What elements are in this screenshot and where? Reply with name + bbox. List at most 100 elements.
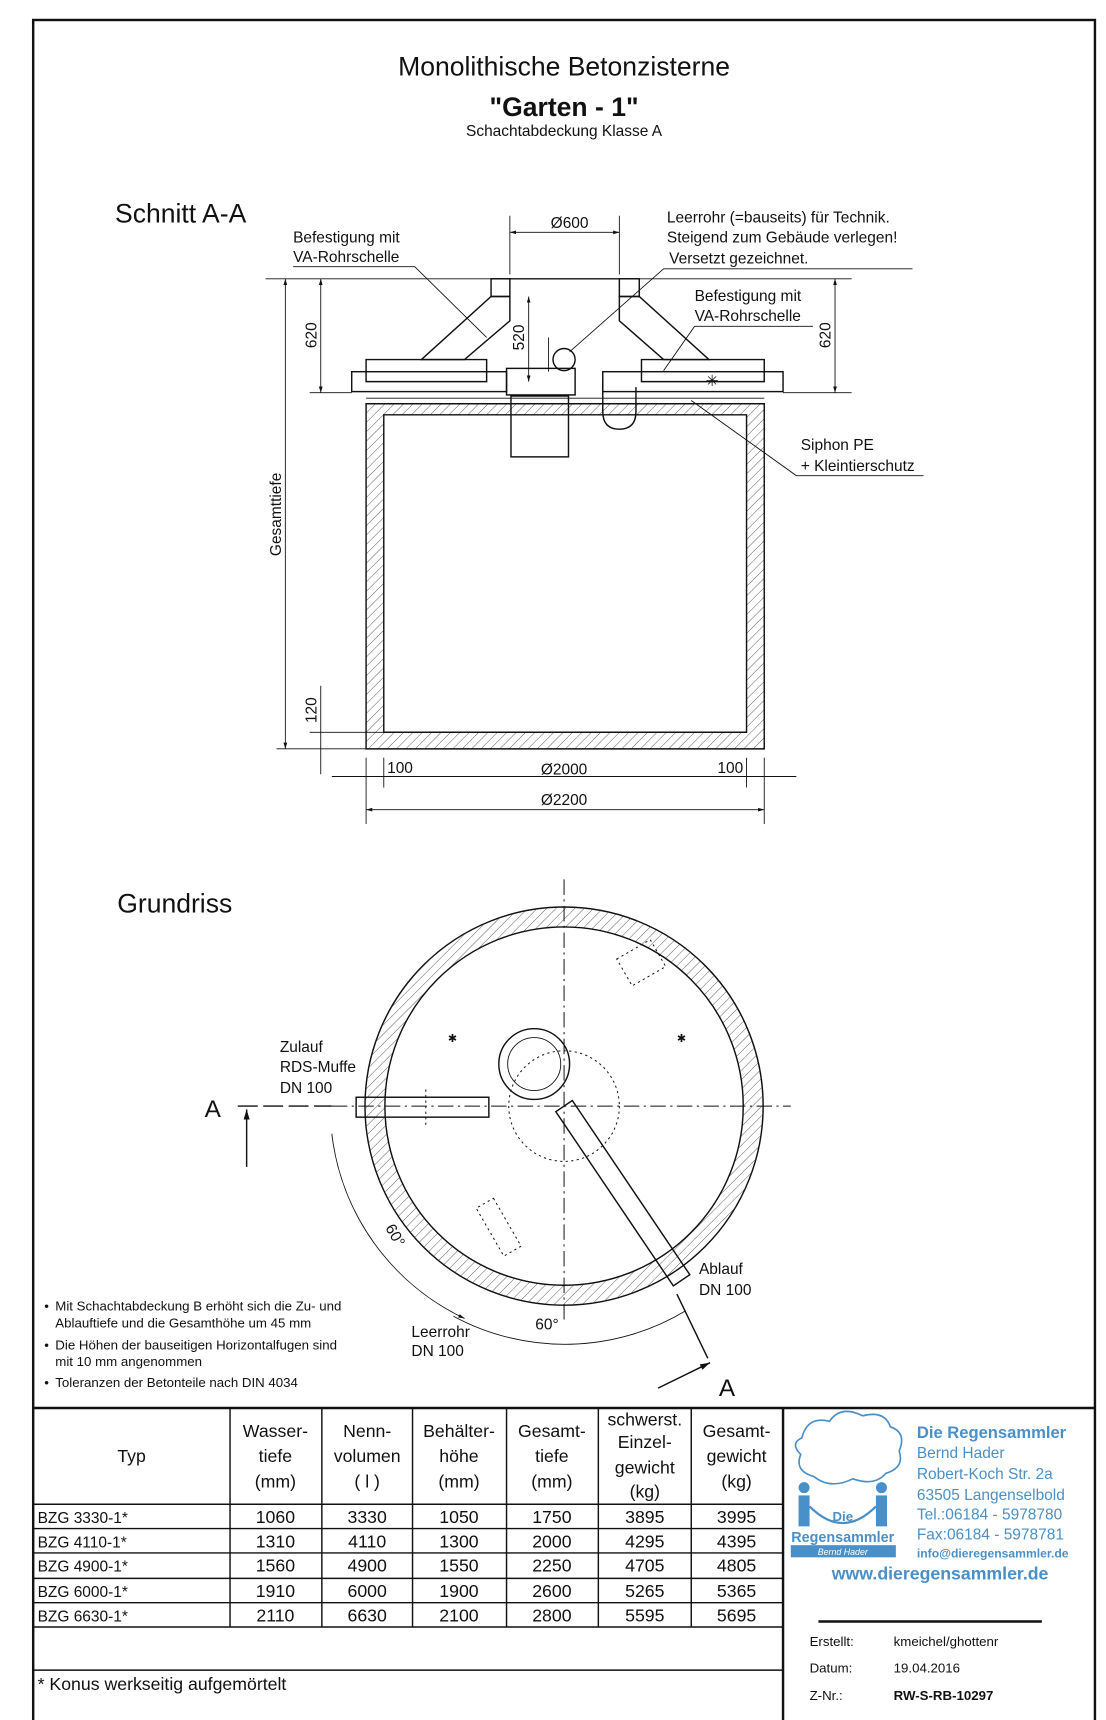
note-1: Mit Schachtabdeckung B erhöht sich die Z… <box>55 1299 341 1314</box>
header-heaviest-part: schwerst.Einzel-gewicht (kg) <box>607 1410 682 1502</box>
dim-wall-right: 100 <box>717 760 743 777</box>
svg-text:(kg): (kg) <box>630 1482 660 1502</box>
svg-text:Bernd Hader: Bernd Hader <box>818 1547 869 1557</box>
label-outlet-2: DN 100 <box>699 1282 751 1299</box>
cell-value: 4110 <box>348 1531 386 1551</box>
cell-value: 4805 <box>717 1556 757 1576</box>
cell-value: 5695 <box>717 1605 757 1625</box>
cell-value: 3995 <box>717 1507 757 1527</box>
plan-heading: Grundriss <box>117 889 232 919</box>
label-fastening-left-2: VA-Rohrschelle <box>293 249 399 266</box>
svg-text:Die: Die <box>832 1509 853 1524</box>
label-siphon: Siphon PE <box>801 437 874 454</box>
cell-value: 4705 <box>625 1556 665 1576</box>
section-mark-a-2: A <box>719 1375 736 1402</box>
svg-text:(kg): (kg) <box>721 1472 751 1492</box>
header-tank-height: Behälter-höhe(mm) <box>423 1421 495 1492</box>
cone-base-right <box>640 358 765 383</box>
svg-text:•: • <box>44 1337 49 1352</box>
collar-right <box>618 278 640 298</box>
cell-type: BZG 4900-1* <box>38 1559 128 1576</box>
dim-wall-left: 100 <box>387 760 413 777</box>
cell-value: 3895 <box>625 1507 665 1527</box>
cone-right <box>618 295 711 361</box>
angle-label-2: 60° <box>535 1316 558 1333</box>
label-fastening-left: Befestigung mit <box>293 229 400 246</box>
plan-inlet-pipe <box>355 1096 490 1118</box>
note-1-cont: Ablauftiefe und die Gesamthöhe um 45 mm <box>55 1315 311 1330</box>
label-inlet: Zulauf <box>280 1039 324 1056</box>
cell-value: 4295 <box>625 1531 665 1551</box>
cell-value: 2110 <box>256 1605 294 1625</box>
svg-text:(mm): (mm) <box>531 1472 572 1492</box>
cell-value: 1310 <box>256 1531 296 1551</box>
tank-wall <box>365 403 765 750</box>
header-water-depth: Wasser-tiefe(mm) <box>243 1421 308 1492</box>
svg-text:( l ): ( l ) <box>354 1472 380 1492</box>
label-fastening-right: Befestigung mit <box>695 288 802 305</box>
label-conduit-plan: Leerrohr <box>411 1324 469 1341</box>
company-owner: Bernd Hader <box>917 1445 1005 1462</box>
cell-value: 2250 <box>532 1556 572 1576</box>
cell-value: 6000 <box>348 1581 388 1601</box>
note-3: Toleranzen der Betonteile nach DIN 4034 <box>55 1375 298 1390</box>
label-inlet-2: RDS-Muffe <box>280 1059 356 1076</box>
cell-value: 1750 <box>532 1507 572 1527</box>
header-type: Typ <box>117 1446 146 1466</box>
company-email[interactable]: info@dieregensammler.de <box>917 1546 1069 1560</box>
title-model: "Garten - 1" <box>490 92 639 122</box>
dim-120: 120 <box>303 697 320 723</box>
drawing-number-value: RW-S-RB-10297 <box>894 1688 994 1703</box>
label-conduit: Leerrohr (=bauseits) für Technik. <box>667 209 890 226</box>
svg-text:Behälter-: Behälter- <box>423 1421 495 1441</box>
svg-text:gewicht: gewicht <box>615 1457 675 1477</box>
table-footnote: * Konus werkseitig aufgemörtelt <box>38 1674 287 1694</box>
title-main: Monolithische Betonzisterne <box>398 51 730 81</box>
cell-type: BZG 4110-1* <box>38 1534 127 1551</box>
cell-value: 5365 <box>717 1581 757 1601</box>
svg-text:(mm): (mm) <box>255 1472 296 1492</box>
label-inlet-3: DN 100 <box>280 1080 332 1097</box>
cell-value: 2100 <box>439 1605 479 1625</box>
label-outlet: Ablauf <box>699 1261 744 1278</box>
cell-value: 4395 <box>717 1531 757 1551</box>
company-street: Robert-Koch Str. 2a <box>917 1466 1053 1483</box>
svg-text:✱: ✱ <box>677 1033 686 1045</box>
svg-text:Wasser-: Wasser- <box>243 1421 308 1441</box>
cell-value: 2000 <box>532 1531 572 1551</box>
cell-value: 1560 <box>256 1556 296 1576</box>
title-cover-class: Schachtabdeckung Klasse A <box>466 123 663 140</box>
label-conduit-3: Versetzt gezeichnet. <box>669 250 808 267</box>
cell-value: 5595 <box>625 1605 665 1625</box>
cell-value: 1910 <box>256 1581 296 1601</box>
svg-text:Gesamt-: Gesamt- <box>518 1421 586 1441</box>
filter-head <box>505 367 576 396</box>
cone-left <box>419 295 511 361</box>
note-2: Die Höhen der bauseitigen Horizontalfuge… <box>55 1337 337 1352</box>
created-value: kmeichel/ghottenr <box>894 1634 999 1649</box>
company-city: 63505 Langenselbold <box>917 1487 1065 1504</box>
svg-text:tiefe: tiefe <box>535 1446 569 1466</box>
dim-d600: Ø600 <box>551 215 589 232</box>
section-view: ✳ Ø600 520 620 Gesamttiefe 120 620 100 Ø… <box>265 209 924 825</box>
plan-view: ✱ ✱ 60° 60° A A Zulauf RDS-Muffe DN 100 … <box>205 879 791 1402</box>
note-2-cont: mit 10 mm angenommen <box>55 1354 202 1369</box>
company-fax: Fax:06184 - 5978781 <box>917 1527 1064 1544</box>
filter-basket <box>510 395 570 458</box>
svg-text:•: • <box>44 1299 49 1314</box>
section-heading: Schnitt A-A <box>115 198 247 228</box>
date-label: Datum: <box>810 1660 853 1675</box>
svg-text:✱: ✱ <box>448 1033 457 1045</box>
company-block: Die Regensammler Bernd Hader Die Regensa… <box>790 1410 1069 1703</box>
svg-text:Gesamt-: Gesamt- <box>703 1421 771 1441</box>
company-website[interactable]: www.dieregensammler.de <box>831 1563 1049 1583</box>
cell-type: BZG 3330-1* <box>38 1510 128 1527</box>
date-value: 19.04.2016 <box>894 1660 960 1675</box>
dim-d2200: Ø2200 <box>541 792 587 809</box>
dim-total-depth: Gesamttiefe <box>268 473 285 556</box>
svg-text:Einzel-: Einzel- <box>618 1432 672 1452</box>
svg-text:schwerst.: schwerst. <box>607 1410 682 1430</box>
svg-text:(mm): (mm) <box>438 1472 479 1492</box>
